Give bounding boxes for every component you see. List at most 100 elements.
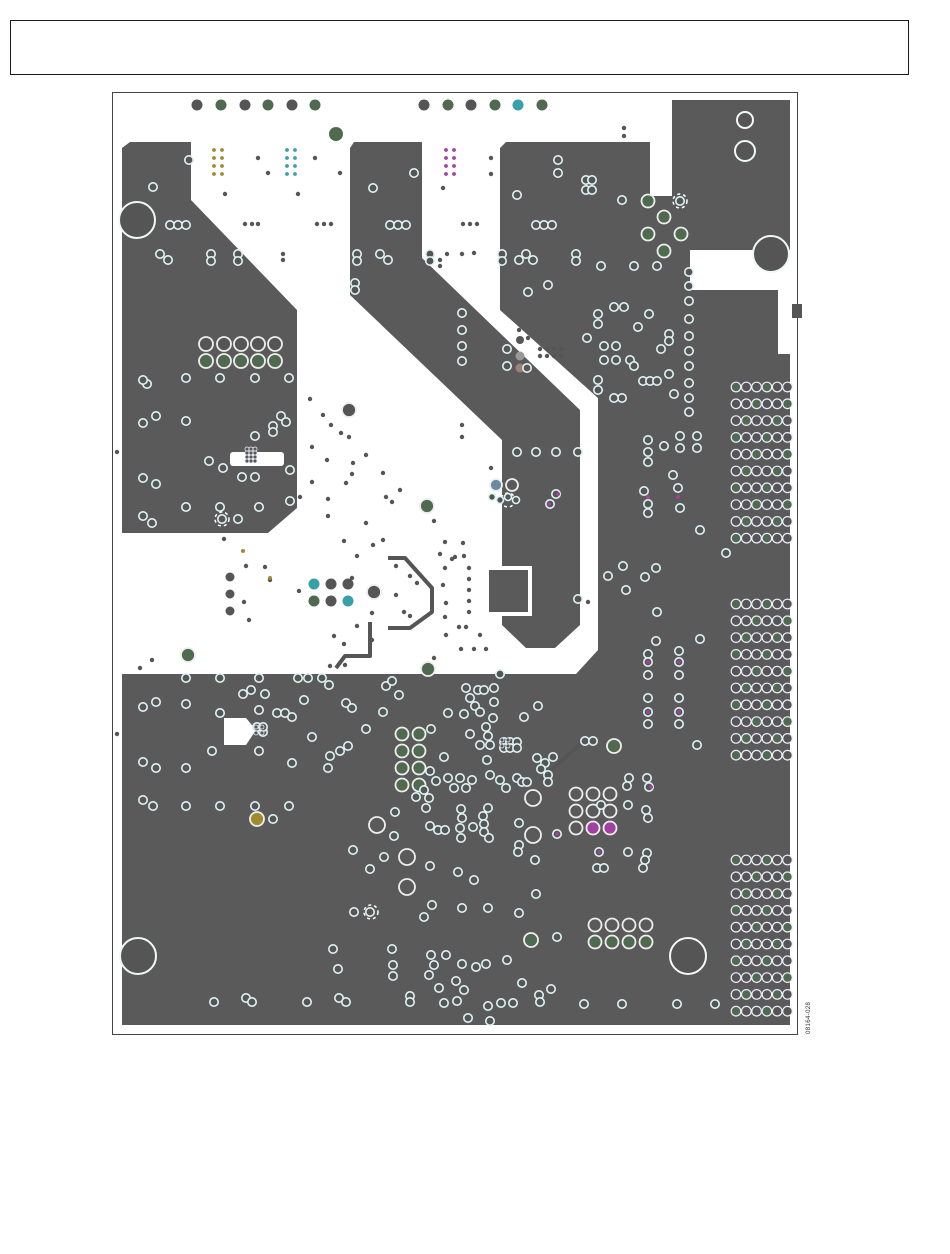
via (304, 674, 312, 682)
connector-pin (731, 906, 741, 916)
connector-pin (772, 990, 782, 1000)
connector-pin (783, 633, 793, 643)
connector-pin (783, 683, 793, 693)
via (454, 868, 462, 876)
pad (513, 100, 524, 111)
connector-pin (742, 466, 752, 476)
small-via (241, 549, 245, 553)
connector-pin (762, 973, 772, 983)
connector-pin (742, 990, 752, 1000)
small-via (394, 593, 398, 597)
connector-pin (783, 956, 793, 966)
connector-pin (772, 416, 782, 426)
small-via (293, 148, 297, 152)
connector-pin (762, 872, 772, 882)
via (572, 257, 580, 265)
connector-pin (783, 1006, 793, 1016)
via (288, 713, 296, 721)
connector-pin (742, 650, 752, 660)
pad (226, 607, 235, 616)
connector-pin (742, 956, 752, 966)
small-via (460, 423, 464, 427)
connector-pin (752, 616, 762, 626)
via (174, 221, 182, 229)
small-via (268, 576, 272, 580)
via (483, 756, 491, 764)
small-via (461, 222, 465, 226)
small-via (326, 497, 330, 501)
via (497, 497, 504, 504)
small-via (444, 172, 448, 176)
via (641, 573, 649, 581)
small-via (500, 744, 504, 748)
via (394, 221, 402, 229)
via (255, 706, 263, 714)
via (149, 802, 157, 810)
connector-pin (772, 533, 782, 543)
small-via (547, 502, 551, 506)
connector-pin (731, 517, 741, 527)
small-via (408, 574, 412, 578)
via (531, 856, 539, 864)
via (489, 714, 497, 722)
small-via (308, 397, 312, 401)
pad (525, 790, 541, 806)
via (624, 848, 632, 856)
connector-pin (742, 906, 752, 916)
pad (199, 337, 213, 351)
via (426, 767, 434, 775)
pad (419, 100, 430, 111)
small-via (444, 601, 448, 605)
via (251, 473, 259, 481)
pad (326, 579, 337, 590)
via (676, 504, 684, 512)
connector-pin (772, 855, 782, 865)
via (624, 801, 632, 809)
via (676, 432, 684, 440)
pad (309, 596, 320, 607)
via (630, 262, 638, 270)
via (652, 637, 660, 645)
connector-pin (752, 956, 762, 966)
connector-pin (731, 500, 741, 510)
connector-pin (752, 973, 762, 983)
connector-pin (752, 872, 762, 882)
pad (413, 728, 426, 741)
small-via (438, 552, 442, 556)
connector-pin (783, 872, 793, 882)
small-via (622, 126, 626, 130)
via (722, 549, 730, 557)
small-via (249, 459, 253, 463)
via (453, 997, 461, 1005)
via (286, 497, 294, 505)
via (574, 595, 582, 603)
connector-pin (772, 750, 782, 760)
via (623, 782, 631, 790)
via (533, 754, 541, 762)
pad (234, 354, 248, 368)
via (426, 822, 434, 830)
via (482, 960, 490, 968)
via (468, 776, 476, 784)
small-via (381, 538, 385, 542)
small-via (459, 647, 463, 651)
via (388, 677, 396, 685)
via (644, 671, 652, 679)
small-via (452, 172, 456, 176)
trace (336, 622, 370, 668)
via (597, 262, 605, 270)
via (251, 374, 259, 382)
via (515, 256, 523, 264)
via (148, 519, 156, 527)
connector-pin (783, 399, 793, 409)
connector-pin (762, 616, 772, 626)
small-via (452, 164, 456, 168)
small-via (489, 172, 493, 176)
connector-pin (731, 533, 741, 543)
pad (251, 337, 265, 351)
small-via (315, 222, 319, 226)
via (269, 815, 277, 823)
pad (570, 788, 583, 801)
connector-pin (772, 517, 782, 527)
mounting-hole (120, 938, 156, 974)
